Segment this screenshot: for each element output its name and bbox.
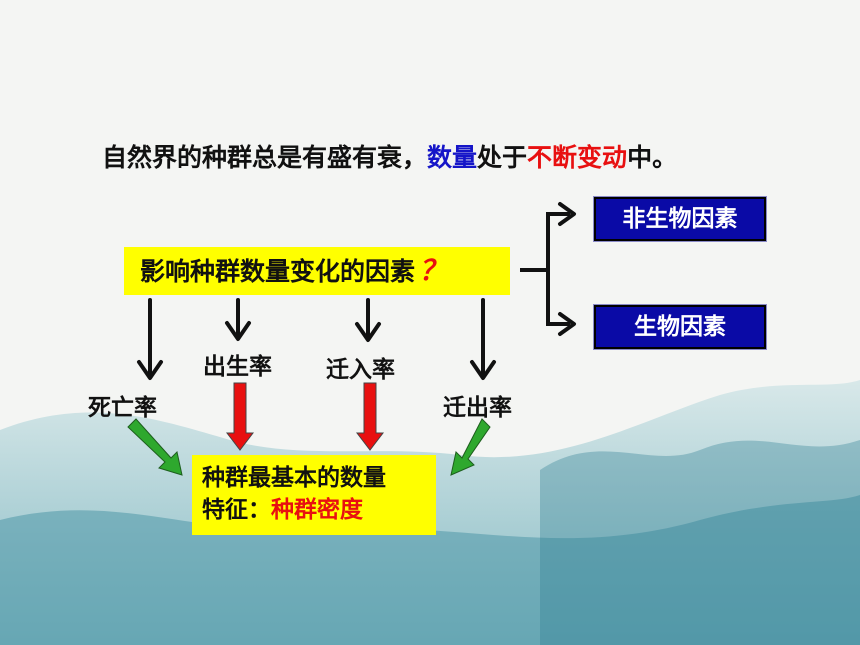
headline-quantity: 数量 [427, 143, 478, 172]
headline-changing: 不断变动 [527, 143, 628, 172]
bracket-connector [520, 202, 576, 336]
label-immigration-rate: 迁入率 [326, 357, 395, 383]
black-down-arrows [137, 298, 496, 380]
headline-part-1: 自然界的种群总是有盛有衰， [102, 143, 428, 172]
density-highlight: 种群密度 [271, 497, 363, 523]
red-down-arrows [225, 382, 385, 451]
question-box: 影响种群数量变化的因素？ [124, 247, 510, 295]
population-density-box: 种群最基本的数量 特征：种群密度 [192, 455, 436, 535]
label-death-rate: 死亡率 [88, 395, 157, 421]
question-mark: ？ [419, 254, 448, 287]
density-prefix: 特征： [202, 497, 271, 523]
density-line-1: 种群最基本的数量 [202, 465, 386, 491]
label-emigration-rate: 迁出率 [443, 395, 512, 421]
biotic-factor-box: 生物因素 [593, 304, 767, 350]
headline: 自然界的种群总是有盛有衰，数量处于不断变动中。 [102, 138, 677, 178]
abiotic-factor-box: 非生物因素 [593, 196, 767, 242]
headline-part-5: 中。 [627, 143, 678, 172]
headline-part-3: 处于 [477, 143, 528, 172]
density-line-2: 特征：种群密度 [202, 494, 426, 526]
question-text: 影响种群数量变化的因素 [140, 257, 416, 286]
green-diagonal-arrows [127, 418, 491, 476]
label-birth-rate: 出生率 [203, 354, 272, 380]
